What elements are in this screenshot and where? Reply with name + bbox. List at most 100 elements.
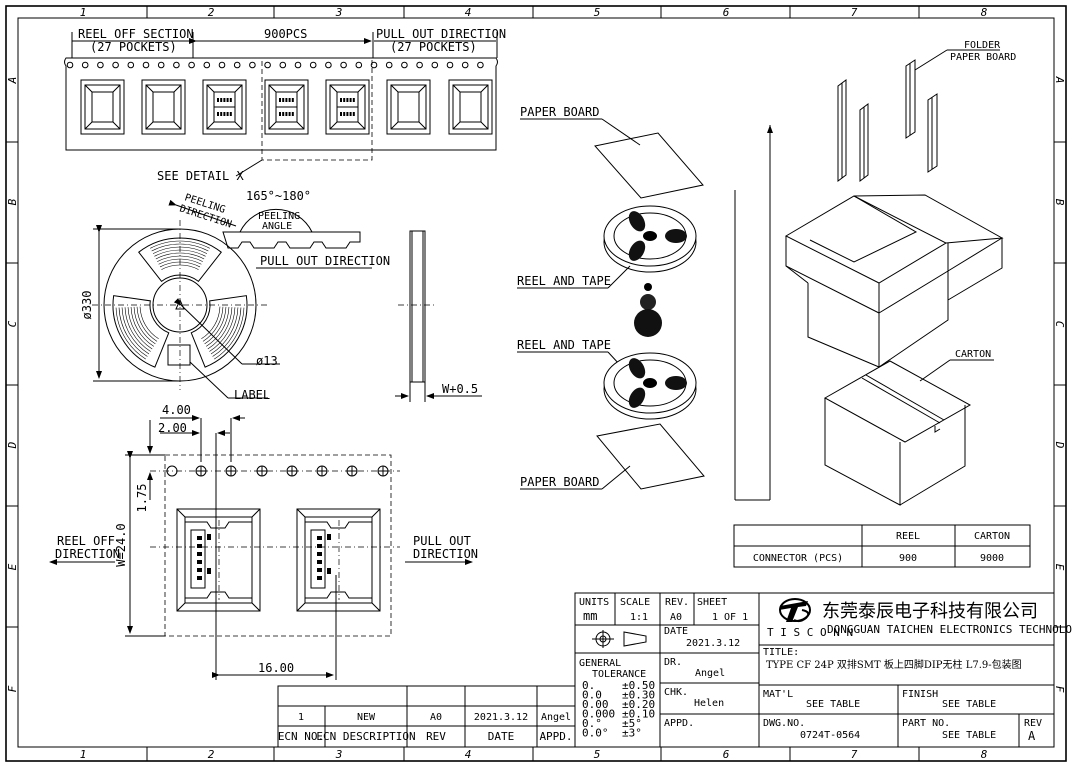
scale-label: SCALE [620, 597, 650, 608]
col-label-8-bottom: 8 [981, 748, 988, 761]
tape-sprocket-hole [203, 61, 211, 69]
rev-cell-ecn: 1 [298, 712, 304, 723]
rev2-label: REV [1024, 718, 1042, 729]
tape-sprocket-hole [294, 61, 302, 69]
folder-label-1: FOLDER [964, 40, 1001, 51]
units-value: mm [583, 609, 597, 623]
reel-and-tape-label-2: REEL AND TAPE [517, 338, 611, 352]
reel-spoke-window [665, 376, 687, 390]
tolerance-range: ±0.30 [622, 689, 655, 702]
dr-label: DR. [664, 657, 682, 668]
carton-label: CARTON [955, 349, 991, 360]
tolerance-range: ±0.10 [622, 708, 655, 721]
part-label: PART NO. [902, 718, 950, 729]
tape-pocket [448, 79, 493, 135]
general-label-2: TOLERANCE [592, 669, 646, 680]
tape-sprocket-hole [401, 61, 408, 69]
tolerance-range: ±3° [622, 727, 642, 740]
tape-strip-view: REEL OFF SECTION (27 POCKETS) 900PCS PUL… [64, 27, 506, 183]
dim-16-label: 16.00 [258, 661, 294, 675]
rev-header-appd: APPD. [539, 730, 572, 743]
reel-spoke-window [628, 211, 646, 232]
row-label-a: A [6, 77, 19, 85]
row-label-f-right: F [1053, 686, 1066, 693]
tape-sprocket-hole [81, 61, 89, 69]
row-label-f: F [6, 685, 19, 692]
reel-diameter-label: ø330 [80, 291, 94, 320]
tape-sprocket-hole [477, 61, 484, 69]
company-logo [779, 598, 811, 623]
tolerance-range: ±0.50 [622, 679, 655, 692]
tape-sprocket-hole [340, 61, 347, 69]
reel-view: LABEL ø13 ø330 PEELING DIRECTION 165°~18… [80, 189, 482, 402]
rev-label: REV. [665, 597, 689, 608]
tape-pocket [386, 79, 431, 135]
dim-2-label: 2.00 [158, 421, 187, 435]
reel-off-pockets-label: (27 POCKETS) [90, 40, 177, 54]
reel-spoke-window [665, 229, 687, 243]
hub-diameter-label: ø13 [256, 354, 278, 368]
qty-header-reel: REEL [896, 531, 920, 542]
matl-label: MAT'L [763, 689, 793, 700]
col-label-4-bottom: 4 [465, 748, 472, 761]
tape-sprocket-hole [355, 61, 363, 69]
row-label-c: C [6, 320, 19, 327]
tape-sprocket-hole [264, 61, 271, 69]
row-label-a-right: A [1053, 76, 1066, 84]
paper-board-top-label: PAPER BOARD [520, 105, 599, 119]
tape-sprocket-hole [279, 61, 287, 69]
tape-sprocket-hole [188, 61, 195, 69]
row-label-d-right: D [1053, 441, 1066, 449]
peeling-angle-label-2: ANGLE [262, 221, 292, 232]
dim-4-label: 4.00 [162, 403, 191, 417]
see-detail-label: SEE DETAIL X [157, 169, 244, 183]
tape-sprocket-hole [249, 61, 256, 69]
title-label: TITLE: [763, 647, 799, 658]
col-label-3: 3 [335, 6, 343, 19]
units-label: UNITS [579, 597, 609, 608]
tape-sprocket-hole [233, 61, 241, 69]
general-label-1: GENERAL [579, 658, 621, 669]
qty-label: 900PCS [264, 27, 307, 41]
reel-spoke-window [628, 358, 646, 379]
reel-window [138, 237, 222, 283]
col-label-4: 4 [465, 6, 472, 19]
sheet-label: SHEET [697, 597, 727, 608]
title-value: TYPE CF 24P 双排SMT 板上四脚DIP无柱 L7.9-包装图 [766, 658, 1022, 671]
col-label-7: 7 [851, 6, 858, 19]
part-value: SEE TABLE [942, 730, 996, 741]
rev-value: A0 [670, 612, 682, 623]
qty-reel-value: 900 [899, 553, 917, 564]
tape-pocket [202, 79, 247, 135]
reel-off-direction-label-1: REEL OFF [57, 534, 115, 548]
rev-cell-desc: NEW [357, 712, 376, 723]
row-label-c-right: C [1053, 321, 1066, 328]
col-label-7-bottom: 7 [851, 748, 858, 761]
tape-sprocket-hole [325, 61, 332, 69]
reel-spoke-window [628, 387, 646, 408]
projection-icon [592, 630, 647, 648]
sheet-value: 1 OF 1 [712, 612, 748, 623]
tape-sprocket-hole [157, 61, 165, 69]
detail-pocket [296, 508, 381, 612]
col-label-1: 1 [80, 6, 87, 19]
detail-pocket [176, 508, 261, 612]
reel-spoke-window [628, 240, 646, 261]
dim-w-label: W=24.0 [114, 523, 128, 566]
col-label-2-bottom: 2 [208, 748, 215, 761]
pull-out-direction-label-detail-1: PULL OUT [413, 534, 471, 548]
col-label-6-bottom: 6 [723, 748, 730, 761]
date-value: 2021.3.12 [686, 638, 740, 649]
title-block: UNITS mm SCALE 1:1 REV. A0 SHEET 1 OF 1 … [574, 592, 1072, 748]
rev-header-date: DATE [488, 730, 515, 743]
row-label-e: E [6, 563, 19, 570]
row-label-b: B [6, 198, 19, 205]
dr-value: Angel [695, 668, 725, 679]
rev-header-ecn: ECN NO. [278, 730, 324, 743]
tolerance-value: 0.0 [582, 689, 602, 702]
folder-paper-boards [837, 59, 938, 182]
revision-table: 1 NEW A0 2021.3.12 Angel ECN NO. ECN DES… [277, 685, 576, 748]
reel-window [190, 295, 248, 368]
tolerance-value: 0.0° [582, 727, 609, 740]
reel-and-tape-label-1: REEL AND TAPE [517, 274, 611, 288]
